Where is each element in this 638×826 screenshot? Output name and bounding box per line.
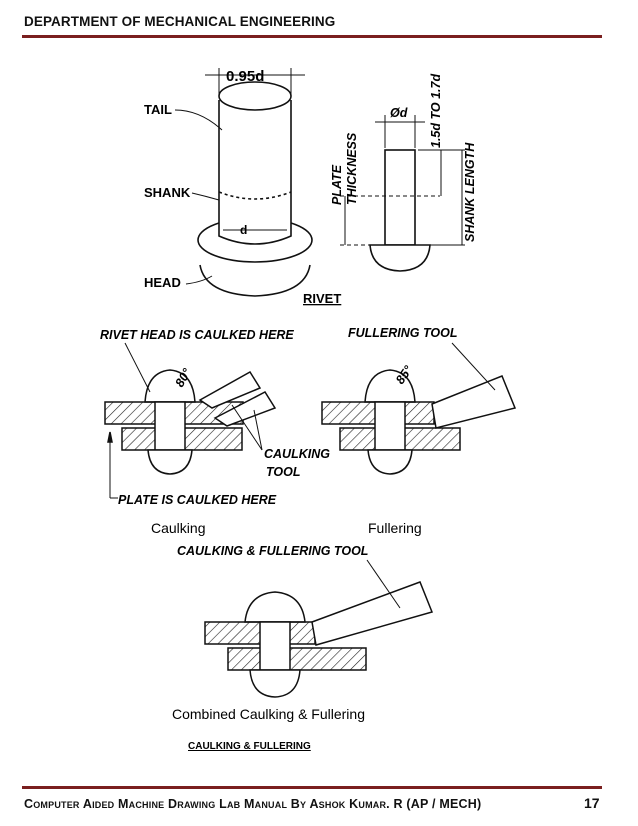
rivet-label-protrusion: 1.5d TO 1.7d bbox=[429, 74, 443, 148]
page-number: 17 bbox=[584, 795, 600, 811]
rivet-label-phi-d: Ød bbox=[390, 106, 408, 120]
combined-caption: Combined Caulking & Fullering bbox=[172, 706, 365, 722]
section-caption: CAULKING & FULLERING bbox=[188, 741, 311, 752]
caulking-label-plate: PLATE IS CAULKED HERE bbox=[118, 493, 277, 507]
rivet-label-thickness: THICKNESS bbox=[345, 132, 359, 205]
rivet-caption: RIVET bbox=[303, 291, 341, 306]
rivet-label-plate: PLATE bbox=[330, 164, 344, 205]
page-header-title: DEPARTMENT OF MECHANICAL ENGINEERING bbox=[24, 14, 336, 29]
rivet-label-shank: SHANK bbox=[144, 185, 191, 200]
rivet-label-shank-length: SHANK LENGTH bbox=[463, 142, 477, 242]
footer-rule bbox=[22, 786, 602, 789]
caulking-label-tool-2: TOOL bbox=[266, 465, 301, 479]
caulking-label-tool-1: CAULKING bbox=[264, 447, 330, 461]
fullering-caption: Fullering bbox=[368, 520, 422, 536]
rivet-dim-top: 0.95d bbox=[226, 68, 264, 85]
caulking-drawing bbox=[104, 342, 277, 499]
fullering-label-tool: FULLERING TOOL bbox=[348, 326, 458, 340]
rivet-label-head: HEAD bbox=[144, 275, 181, 290]
caulking-caption: Caulking bbox=[151, 520, 205, 536]
caulking-label-head: RIVET HEAD IS CAULKED HERE bbox=[100, 328, 294, 342]
rivet-label-d: d bbox=[240, 223, 247, 237]
combined-label-tool: CAULKING & FULLERING TOOL bbox=[177, 544, 368, 558]
fullering-drawing bbox=[321, 342, 517, 475]
combined-drawing bbox=[204, 559, 434, 698]
rivet-label-tail: TAIL bbox=[144, 102, 172, 117]
rivet-3d-drawing bbox=[174, 68, 313, 297]
page-footer-text: Computer Aided Machine Drawing Lab Manua… bbox=[24, 797, 482, 811]
header-rule bbox=[22, 35, 602, 38]
rivet-side-drawing bbox=[340, 115, 465, 272]
